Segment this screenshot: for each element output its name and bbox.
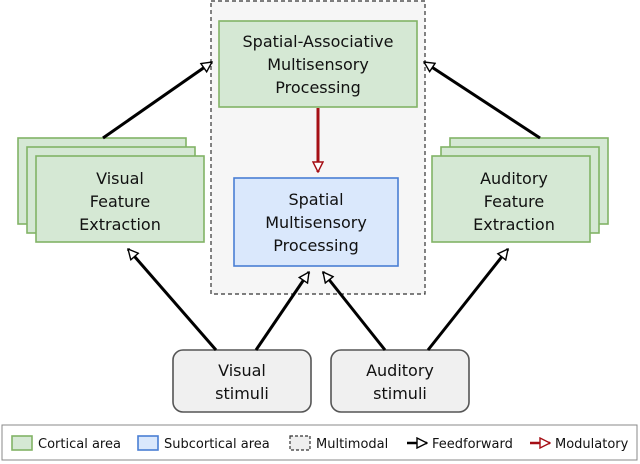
node-spatial-multisensory: Spatial Multisensory Processing [233,177,399,267]
node-auditory-feature-line-3: Extraction [473,215,555,234]
node-visual-feature-line-3: Extraction [79,215,161,234]
node-spatial-multisensory-line-3: Processing [273,236,358,255]
node-auditory-feature-line-2: Feature [484,192,544,211]
arrow-auditory-stimuli-to-auditory-feature [426,249,510,351]
node-spatial-associative-line-2: Multisensory [267,55,369,74]
arrow-visual-stimuli-to-spatial-multisensory [254,272,311,351]
node-spatial-associative-line-1: Spatial-Associative [243,32,394,51]
legend-swatch-subcortical [137,435,159,451]
node-auditory-feature: Auditory Feature Extraction [431,137,609,243]
node-spatial-multisensory-line-1: Spatial [288,190,343,209]
arrow-auditory-stimuli-to-spatial-multisensory [321,272,387,351]
legend: Cortical area Subcortical area Multimoda… [1,424,638,461]
node-visual-feature: Visual Feature Extraction [17,137,205,243]
node-visual-stimuli-line-1: Visual [218,361,266,380]
node-auditory-stimuli-line-1: Auditory [366,361,434,380]
legend-label-multimodal: Multimodal [316,437,388,452]
node-spatial-multisensory-line-2: Multisensory [265,213,367,232]
legend-swatch-cortical [11,435,33,451]
legend-label-cortical: Cortical area [38,437,121,452]
node-spatial-associative: Spatial-Associative Multisensory Process… [218,20,418,108]
node-auditory-stimuli-line-2: stimuli [373,384,427,403]
node-auditory-stimuli: Auditory stimuli [330,349,470,413]
legend-label-modulatory: Modulatory [555,437,629,452]
arrow-visual-stimuli-to-visual-feature [126,249,218,351]
node-visual-stimuli-line-2: stimuli [215,384,269,403]
node-visual-feature-line-1: Visual [96,169,144,188]
node-spatial-associative-line-3: Processing [275,78,360,97]
arrow-auditory-feature-to-spatial-associative [424,60,541,140]
node-auditory-feature-line-1: Auditory [480,169,548,188]
node-visual-stimuli: Visual stimuli [172,349,312,413]
legend-swatch-multimodal [289,435,311,451]
node-visual-feature-line-2: Feature [90,192,150,211]
legend-label-feedforward: Feedforward [432,437,513,452]
arrow-visual-feature-to-spatial-associative [102,60,212,140]
legend-label-subcortical: Subcortical area [164,437,270,452]
